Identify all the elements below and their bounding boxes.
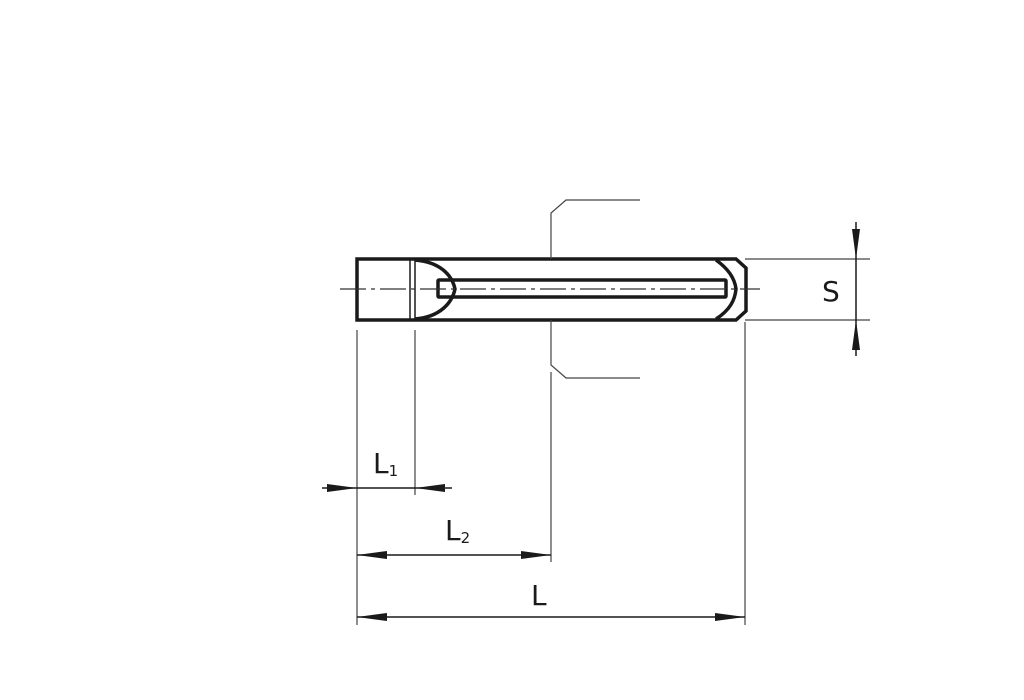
- arrow-l1-left: [327, 484, 357, 492]
- part-right-curve: [714, 258, 738, 321]
- arrow-s-bottom: [852, 320, 860, 350]
- dimension-l1: L1: [322, 447, 452, 492]
- dimension-l: L: [357, 579, 745, 621]
- arrow-l-right: [715, 613, 745, 621]
- arrow-l2-left: [357, 551, 387, 559]
- label-l1: L1: [373, 447, 398, 480]
- label-l2: L2: [445, 514, 470, 547]
- arrow-l2-right: [521, 551, 551, 559]
- arrow-s-top: [852, 229, 860, 259]
- part-outline: [355, 257, 748, 322]
- dimension-l2: L2: [357, 514, 551, 559]
- section-leader-bottom: [550, 320, 640, 379]
- arrow-l1-right: [415, 484, 445, 492]
- label-s: S: [822, 275, 840, 308]
- arrow-l-left: [357, 613, 387, 621]
- section-leader-top: [550, 199, 640, 259]
- label-l: L: [531, 579, 547, 612]
- dimension-s: S: [822, 222, 860, 356]
